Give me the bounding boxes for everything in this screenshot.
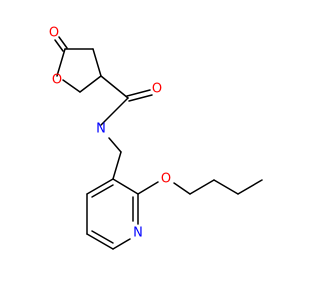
bond <box>189 179 215 195</box>
bond <box>213 179 239 195</box>
bond <box>100 75 129 99</box>
bond <box>92 48 102 77</box>
bond <box>62 79 81 93</box>
bond <box>126 89 151 97</box>
atom-label-oxygen: O <box>52 73 62 88</box>
bond <box>86 178 114 195</box>
atom-labels: O O O N O N <box>49 26 171 241</box>
atom-label-nitrogen: N <box>133 226 143 241</box>
structure-canvas: O O O N O N <box>49 26 263 250</box>
bond <box>91 230 114 244</box>
bond <box>91 184 114 198</box>
bond <box>237 179 263 195</box>
bonds <box>54 36 263 250</box>
bond <box>54 39 64 52</box>
bond <box>137 181 159 195</box>
molecule-structure: O O O N O N <box>49 26 263 250</box>
bond <box>58 36 68 49</box>
bond <box>112 238 131 250</box>
bond <box>86 233 114 250</box>
atom-label-oxygen: O <box>152 82 162 97</box>
bond <box>108 137 122 153</box>
bond <box>112 178 139 195</box>
bond <box>128 94 153 102</box>
atom-label-nitrogen: N <box>96 122 106 137</box>
atom-label-oxygen: O <box>161 172 171 187</box>
bond <box>112 151 122 180</box>
bond <box>56 48 66 77</box>
bond <box>79 75 102 93</box>
bond <box>173 182 191 195</box>
bond <box>100 97 129 126</box>
atom-label-oxygen: O <box>49 26 59 41</box>
